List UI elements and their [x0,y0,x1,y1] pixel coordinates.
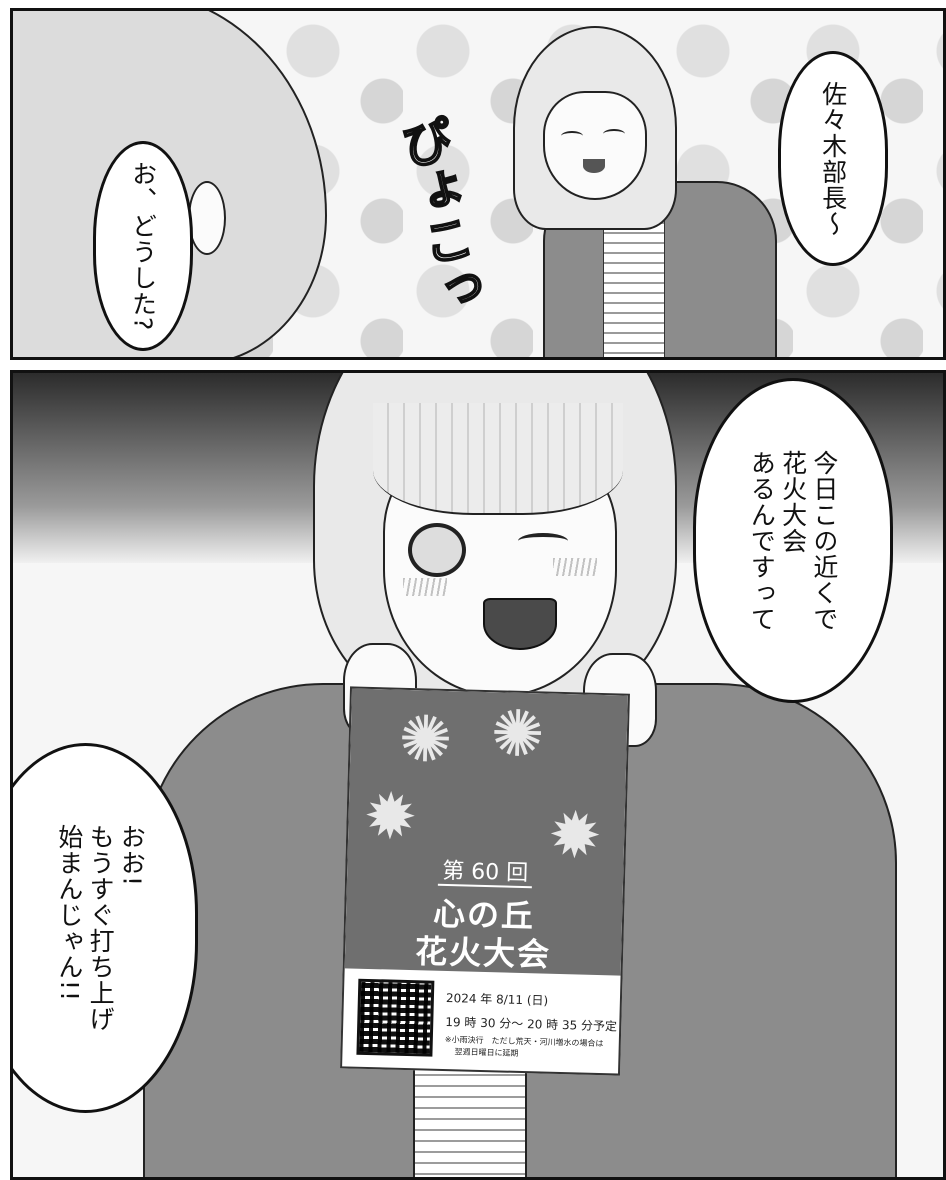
qr-code [356,978,435,1057]
speech-bubble-man: お、どうした? [93,141,193,351]
woman-face-top [543,91,647,200]
flyer-date: 2024 年 8/11 (日) [445,991,549,1008]
flyer-edition: 第 60 回 [347,850,624,889]
speech-text-man: お、どうした? [128,160,158,332]
firework-burst-icon: ✺ [489,697,546,773]
speech-text-fireworks: 今日この近くで 花火大会 あるんですって [747,449,839,632]
closed-eye-right [603,129,625,139]
firework-burst-icon: ✺ [397,702,454,779]
closed-eye-left [561,131,583,141]
speech-bubble-woman-bottom: 今日この近くで 花火大会 あるんですって [693,378,893,703]
blush-right [553,558,597,576]
flyer-note-2: 翌週日曜日に延期 [454,1047,519,1058]
speech-text-woman-top: 佐々木部長～ [818,80,848,237]
woman-bangs [373,403,623,515]
fireworks-flyer: ✺ ✺ ✹ ✹ 第 60 回 心の丘 花火大会 2024 年 8/11 (日) … [340,686,630,1076]
open-mouth [483,598,557,650]
flyer-illustration: ✺ ✺ ✹ ✹ 第 60 回 心の丘 花火大会 [344,688,628,976]
flyer-title-line2: 花火大会 [414,932,552,974]
man-ear [188,181,226,255]
flyer-time: 19 時 30 分～ 20 時 35 分予定 [445,1015,618,1034]
speech-bubble-man-bottom: おお! もうすぐ打ち上げ 始まんじゃん!! [13,743,198,1113]
smile-mouth [583,159,605,173]
firework-burst-icon: ✹ [362,779,419,856]
kimono-collar-pattern [413,1053,527,1177]
winking-eye [518,533,568,549]
blush-left [403,578,447,596]
open-eye [408,523,466,577]
speech-text-oo: おお! もうすぐ打ち上げ 始まんじゃん!! [54,824,147,1032]
speech-bubble-woman: 佐々木部長～ [778,51,888,266]
top-panel: ぴょこっ お、どうした? 佐々木部長～ [10,8,946,360]
